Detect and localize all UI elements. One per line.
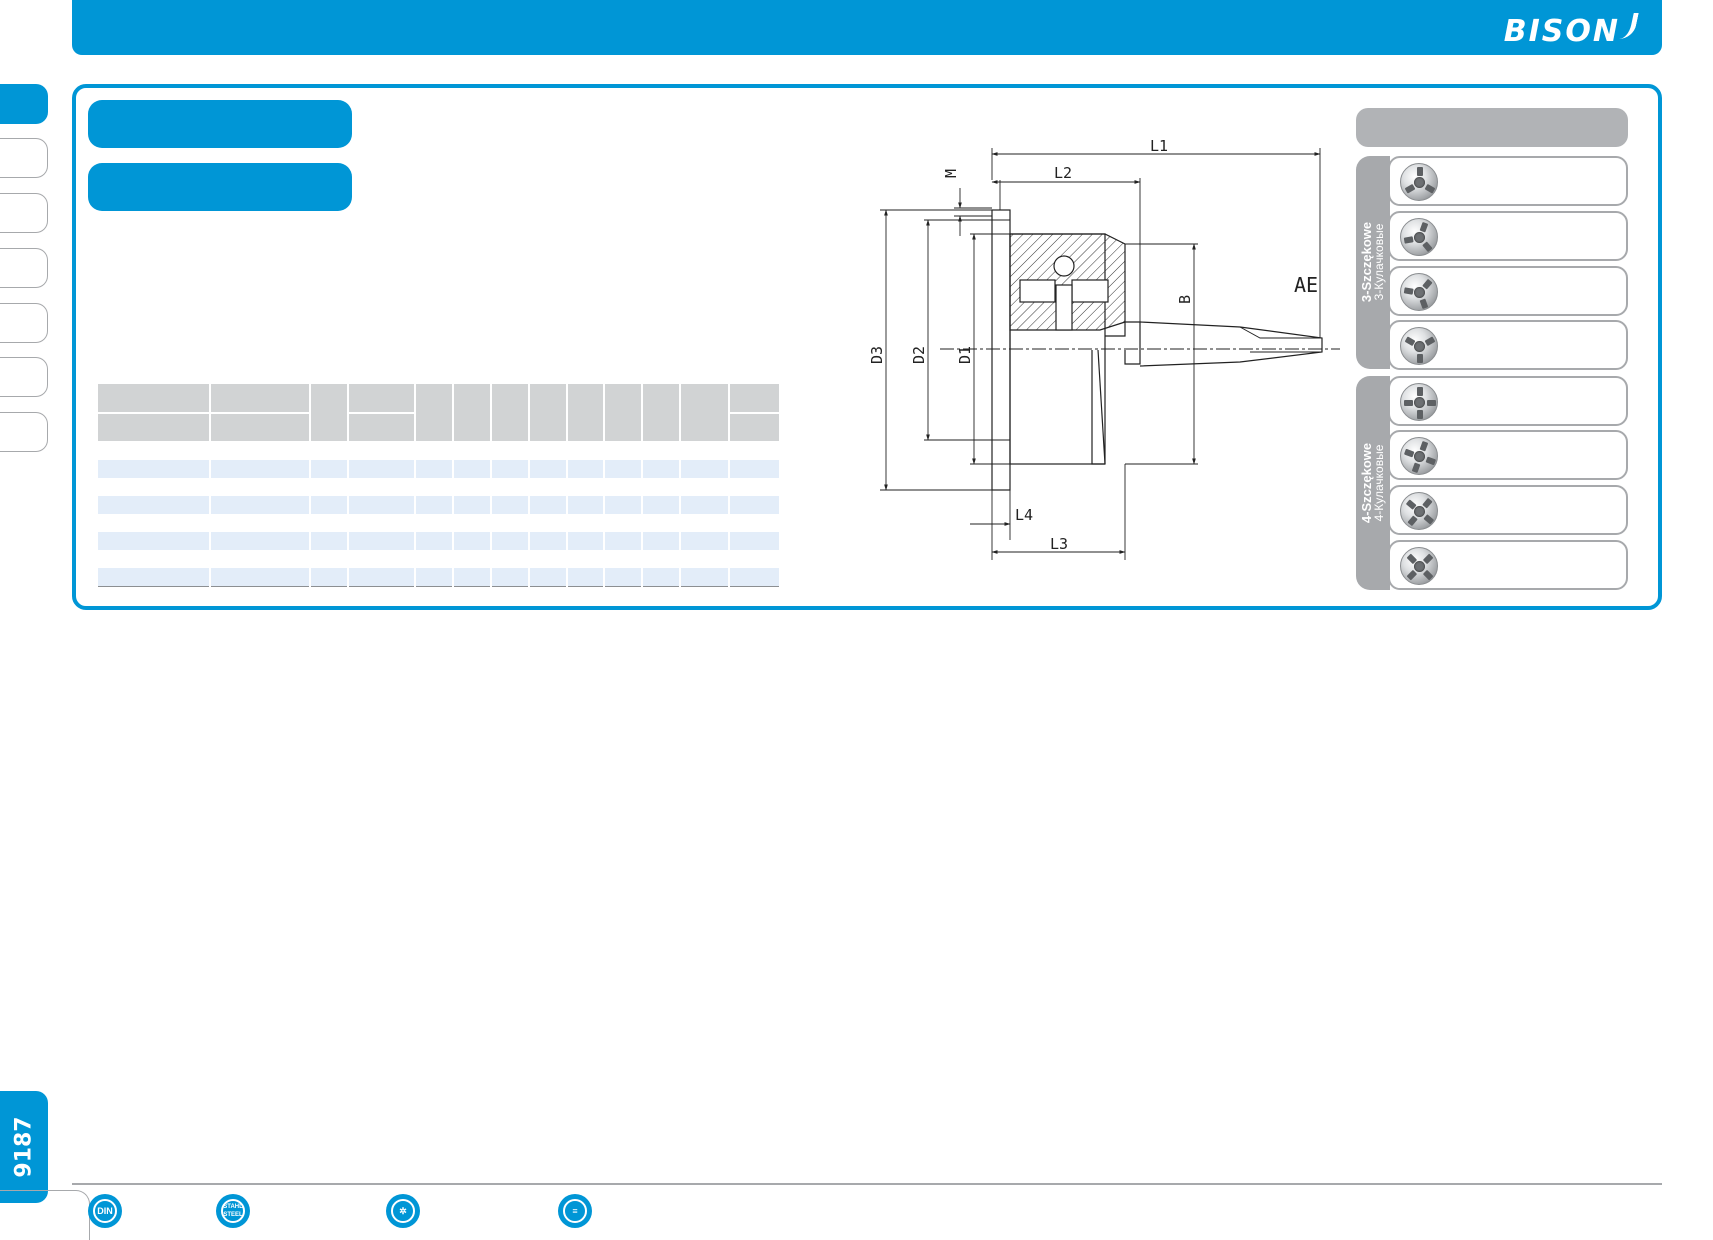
table-header-cell xyxy=(729,384,781,414)
group-3-jaw-label: 3-Szczękowe 3-Кулачковые xyxy=(1359,221,1386,303)
dim-m-label: M xyxy=(942,169,960,178)
side-tab-1[interactable] xyxy=(0,84,48,124)
stahl-steel-icon: STAHL STEEL xyxy=(216,1194,250,1228)
table-header-cell xyxy=(347,413,417,443)
side-tab-4[interactable] xyxy=(0,248,48,288)
group-3-jaw: 3-Szczękowe 3-Кулачковые xyxy=(1356,156,1390,369)
header-bar: BISON xyxy=(72,0,1662,55)
din-standard-icon: DIN xyxy=(88,1194,122,1228)
table-header-cell xyxy=(98,384,211,414)
page-number: 9187 xyxy=(11,1116,37,1178)
chuck-item-4jaw-4[interactable] xyxy=(1388,540,1628,590)
dim-d3-label: D3 xyxy=(868,346,886,364)
dim-l4-label: L4 xyxy=(1015,506,1033,524)
four-jaw-chuck-icon xyxy=(1400,492,1438,530)
chuck-gear-icon: ✲ xyxy=(386,1194,420,1228)
table-row xyxy=(98,550,781,568)
side-tab-2[interactable] xyxy=(0,138,48,178)
four-jaw-chuck-icon xyxy=(1400,437,1438,475)
table-header-cell xyxy=(347,384,417,414)
table-row xyxy=(98,496,781,514)
four-jaw-chuck-icon xyxy=(1400,547,1438,585)
logo-text: BISON xyxy=(1503,13,1620,49)
technical-drawing: L1 L2 L3 L4 AE M D3 D2 D1 B xyxy=(868,140,1340,560)
footer-divider xyxy=(72,1183,1662,1185)
chuck-item-3jaw-1[interactable] xyxy=(1388,156,1628,206)
table-row xyxy=(98,532,781,550)
three-jaw-chuck-icon xyxy=(1400,273,1438,311)
three-jaw-chuck-icon xyxy=(1400,327,1438,365)
side-tab-6[interactable] xyxy=(0,357,48,397)
dim-ae-label: AE xyxy=(1294,273,1318,297)
product-title-pill xyxy=(88,100,352,148)
bottom-index-tab xyxy=(0,1190,90,1240)
table-header-cell xyxy=(309,384,349,443)
table-header-cell xyxy=(729,413,781,443)
table-header-cell xyxy=(209,413,311,443)
table-header-cell xyxy=(415,384,455,443)
chuck-item-3jaw-2[interactable] xyxy=(1388,211,1628,261)
product-subtitle-pill xyxy=(88,163,352,211)
table-header-cell xyxy=(209,384,311,414)
table-header-cell xyxy=(603,384,643,443)
logo-swoosh-icon xyxy=(1615,13,1639,39)
product-frame xyxy=(72,84,1662,610)
dim-l1-label: L1 xyxy=(1150,140,1168,155)
group-4-jaw: 4-Szczękowe 4-Кулачковые xyxy=(1356,376,1390,590)
side-tab-5[interactable] xyxy=(0,303,48,343)
table-header-cell xyxy=(566,384,605,443)
table-header-row xyxy=(98,413,781,443)
three-jaw-chuck-icon xyxy=(1400,218,1438,256)
table-row xyxy=(98,442,781,460)
spec-table xyxy=(98,384,781,587)
bison-logo[interactable]: BISON xyxy=(1503,13,1639,49)
chuck-item-3jaw-4[interactable] xyxy=(1388,320,1628,370)
three-jaw-chuck-icon xyxy=(1400,163,1438,201)
side-tab-7[interactable] xyxy=(0,412,48,452)
table-header-row xyxy=(98,384,781,443)
group-4-jaw-label: 4-Szczękowe 4-Кулачковые xyxy=(1359,442,1386,524)
chuck-item-4jaw-2[interactable] xyxy=(1388,430,1628,480)
table-header-cell xyxy=(529,384,568,443)
page-number-tab: 9187 xyxy=(0,1091,48,1203)
table-header-cell xyxy=(98,413,211,443)
table-header-cell xyxy=(641,384,681,443)
range-panel-header xyxy=(1356,108,1628,147)
side-tab-3[interactable] xyxy=(0,193,48,233)
table-header-cell xyxy=(491,384,531,443)
table-row xyxy=(98,514,781,532)
table-row xyxy=(98,460,781,478)
four-jaw-chuck-icon xyxy=(1400,383,1438,421)
table-header-cell xyxy=(453,384,493,443)
dim-l3-label: L3 xyxy=(1050,535,1068,553)
chuck-item-4jaw-1[interactable] xyxy=(1388,376,1628,426)
dim-l2-label: L2 xyxy=(1054,164,1072,182)
chuck-item-4jaw-3[interactable] xyxy=(1388,485,1628,535)
dim-b-label: B xyxy=(1176,295,1194,304)
chuck-item-3jaw-3[interactable] xyxy=(1388,266,1628,316)
table-header-cell xyxy=(679,384,731,443)
dim-d2-label: D2 xyxy=(910,346,928,364)
lathe-gear-icon: ≡ xyxy=(558,1194,592,1228)
dim-d1-label: D1 xyxy=(956,346,974,364)
table-row xyxy=(98,568,781,587)
table-row xyxy=(98,478,781,496)
